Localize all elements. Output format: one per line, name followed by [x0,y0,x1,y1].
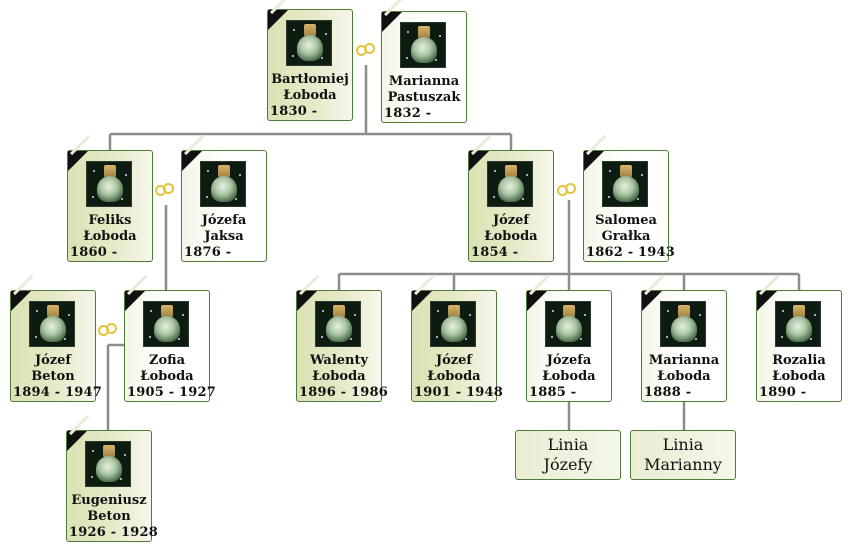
person-dates: 1888 - [644,385,692,400]
photo-placeholder-icon [85,441,131,487]
wedding-rings-icon [557,182,579,198]
photo-placeholder-icon [400,22,446,68]
person-dates: 1926 - 1928 [69,525,159,540]
person-dates: 1854 - [471,245,519,260]
mourning-ribbon-icon [642,291,662,311]
photo-placeholder-icon [430,301,476,347]
person-dates: 1830 - [270,104,318,119]
person-dates: 1890 - [759,385,807,400]
mourning-ribbon-icon [412,291,432,311]
person-dates: 1862 - 1943 [586,245,676,260]
person-dates: 1894 - 1947 [13,385,103,400]
mourning-ribbon-icon [68,151,88,171]
mourning-ribbon-icon [268,10,288,30]
mourning-ribbon-icon [527,291,547,311]
photo-placeholder-icon [29,301,75,347]
mourning-ribbon-icon [382,12,402,32]
mourning-ribbon-icon [297,291,317,311]
mourning-ribbon-icon [757,291,777,311]
photo-placeholder-icon [487,161,533,207]
mourning-ribbon-icon [469,151,489,171]
person-dates: 1885 - [529,385,577,400]
photo-placeholder-icon [602,161,648,207]
mourning-ribbon-icon [125,291,145,311]
person-dates: 1901 - 1948 [414,385,504,400]
mourning-ribbon-icon [584,151,604,171]
wedding-rings-icon [155,182,177,198]
photo-placeholder-icon [286,20,332,66]
photo-placeholder-icon [775,301,821,347]
wedding-rings-icon [98,322,120,338]
photo-placeholder-icon [545,301,591,347]
person-dates: 1876 - [184,245,232,260]
mourning-ribbon-icon [67,431,87,451]
photo-placeholder-icon [315,301,361,347]
person-dates: 1905 - 1927 [127,385,217,400]
photo-placeholder-icon [143,301,189,347]
person-dates: 1832 - [384,106,432,121]
photo-placeholder-icon [660,301,706,347]
mourning-ribbon-icon [11,291,31,311]
mourning-ribbon-icon [182,151,202,171]
photo-placeholder-icon [200,161,246,207]
person-dates: 1860 - [70,245,118,260]
wedding-rings-icon [356,42,378,58]
person-dates: 1896 - 1986 [299,385,389,400]
photo-placeholder-icon [86,161,132,207]
